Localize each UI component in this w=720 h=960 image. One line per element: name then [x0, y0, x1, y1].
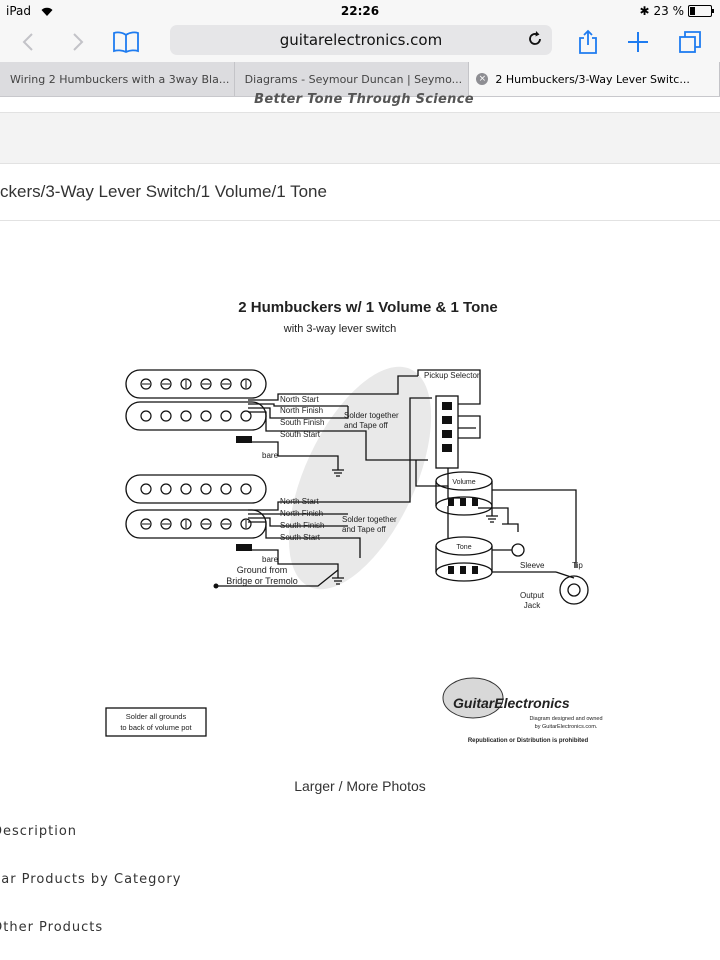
ground-note: Bridge or Tremolo	[226, 576, 298, 586]
tab-seymour[interactable]: Diagrams - Seymour Duncan | Seymo...	[235, 62, 470, 96]
tab-bar: Wiring 2 Humbuckers with a 3way Bla... D…	[0, 62, 720, 97]
diagram-subtitle: with 3-way lever switch	[283, 323, 396, 335]
ground-box-text: Solder all grounds	[126, 712, 187, 721]
book-icon	[113, 31, 139, 53]
new-tab-button[interactable]	[624, 28, 652, 56]
wire-label: North Finish	[280, 406, 323, 415]
solder-note: Solder together	[344, 411, 399, 420]
wire-label: South Start	[280, 533, 321, 542]
logo-line: by GuitarElectronics.com.	[535, 724, 598, 730]
ground-note: Ground from	[237, 565, 288, 575]
back-button[interactable]	[14, 28, 42, 56]
logo-line: Republication or Distribution is prohibi…	[468, 738, 589, 744]
logo-text: GuitarElectronics	[453, 695, 570, 711]
pickup-selector-label: Pickup Selector	[424, 371, 480, 380]
volume-label: Volume	[452, 479, 475, 486]
diagram-title: 2 Humbuckers w/ 1 Volume & 1 Tone	[238, 299, 498, 316]
guitarelectronics-logo: GuitarElectronics Diagram designed and o…	[442, 677, 603, 744]
wire-label: South Finish	[280, 418, 324, 427]
tabs-overview-button[interactable]	[676, 28, 704, 56]
ground-box-text: to back of volume pot	[120, 723, 192, 732]
wifi-icon	[41, 7, 53, 16]
address-bar[interactable]: guitarelectronics.com	[170, 25, 552, 55]
tab-active[interactable]: × 2 Humbuckers/3-Way Lever Switc...	[469, 62, 720, 96]
more-photos-link[interactable]: Larger / More Photos	[294, 778, 426, 794]
logo-line: Diagram designed and owned	[529, 716, 602, 722]
wire-label: North Start	[280, 497, 319, 506]
url-text: guitarelectronics.com	[279, 31, 443, 49]
output-jack-label: Jack	[524, 601, 541, 610]
close-tab-icon[interactable]: ×	[476, 73, 489, 85]
chevron-left-icon	[22, 33, 33, 51]
status-bar: iPad 22:26 ✱ 23 %	[0, 0, 720, 22]
battery-percent: 23 %	[653, 4, 685, 18]
output-jack-label: Output	[520, 591, 545, 600]
wire-label: South Finish	[280, 521, 324, 530]
wiring-diagram-svg: 2 Humbuckers w/ 1 Volume & 1 Tone with 3…	[105, 299, 603, 744]
wiring-diagram[interactable]: 2 Humbuckers w/ 1 Volume & 1 Tone with 3…	[98, 288, 638, 758]
bluetooth-icon: ✱	[639, 4, 650, 18]
battery-icon	[688, 5, 714, 17]
tone-label: Tone	[456, 544, 471, 551]
tabs-icon	[679, 31, 701, 53]
similar-products-section[interactable]: ilar Products by Category	[0, 872, 182, 887]
bare-label: bare	[262, 555, 279, 564]
reload-icon[interactable]	[526, 30, 544, 48]
tip-label: Tip	[572, 561, 583, 570]
clock: 22:26	[340, 4, 380, 18]
wire-label: North Finish	[280, 509, 323, 518]
bookmarks-button[interactable]	[112, 28, 140, 56]
solder-note: and Tape off	[344, 421, 389, 430]
solder-note: Solder together	[342, 515, 397, 524]
chevron-right-icon	[73, 33, 84, 51]
plus-icon	[628, 32, 648, 52]
divider	[0, 220, 720, 221]
solder-note: and Tape off	[342, 525, 387, 534]
wire-label: South Start	[280, 430, 321, 439]
share-button[interactable]	[574, 28, 602, 56]
site-tagline: Better Tone Through Science	[254, 92, 474, 107]
share-icon	[579, 29, 597, 54]
tab-wiring[interactable]: Wiring 2 Humbuckers with a 3way Bla...	[0, 62, 235, 96]
wire-label: North Start	[280, 395, 319, 404]
device-name: iPad	[6, 4, 32, 18]
page-title: ckers/3-Way Lever Switch/1 Volume/1 Tone	[0, 182, 327, 201]
sleeve-label: Sleeve	[520, 561, 545, 570]
bare-label: bare	[262, 451, 279, 460]
nav-band	[0, 112, 720, 164]
description-section[interactable]: Description	[0, 824, 78, 839]
forward-button[interactable]	[64, 28, 92, 56]
browser-toolbar: guitarelectronics.com	[0, 22, 720, 62]
other-products-section[interactable]: Other Products	[0, 920, 104, 935]
